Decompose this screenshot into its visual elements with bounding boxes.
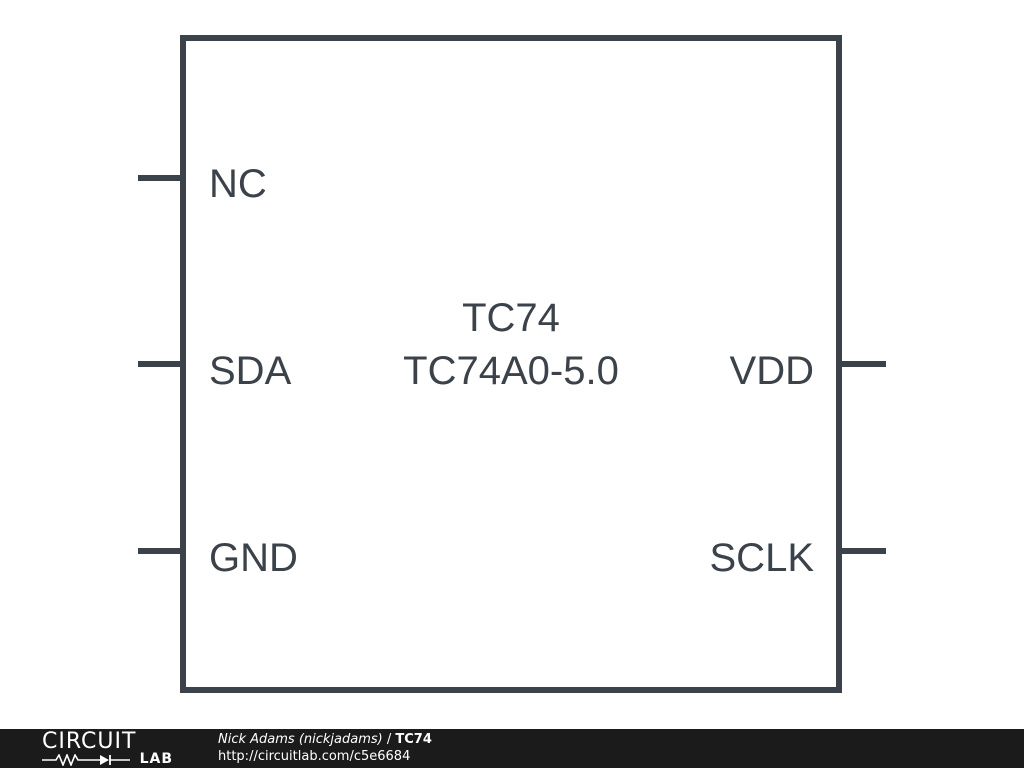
part-name: TC74 <box>462 296 560 340</box>
logo-text-lab: LAB <box>139 751 173 767</box>
author-link[interactable]: Nick Adams (nickjadams) <box>218 732 383 747</box>
credit-separator: / <box>382 732 396 747</box>
circuit-url-link[interactable]: http://circuitlab.com/c5e6684 <box>218 749 411 764</box>
credit-line: Nick Adams (nickjadams) / TC74 <box>218 731 432 748</box>
circuitlab-logo[interactable]: CIRCUIT LAB <box>42 731 177 766</box>
pin-label-sda: SDA <box>209 349 292 393</box>
part-value: TC74A0-5.0 <box>403 349 619 393</box>
logo-text-circuit: CIRCUIT <box>42 729 137 754</box>
pin-label-vdd: VDD <box>730 349 814 393</box>
pin-label-gnd: GND <box>209 536 298 580</box>
pin-label-sclk: SCLK <box>710 536 815 580</box>
circuit-title-link[interactable]: TC74 <box>395 732 432 747</box>
pin-label-nc: NC <box>209 162 267 206</box>
credit-block: Nick Adams (nickjadams) / TC74 http://ci… <box>218 731 432 765</box>
resistor-diode-icon <box>42 754 130 766</box>
footer-bar: CIRCUIT LAB Nick Adams (nickjadams) / TC… <box>0 729 1024 768</box>
